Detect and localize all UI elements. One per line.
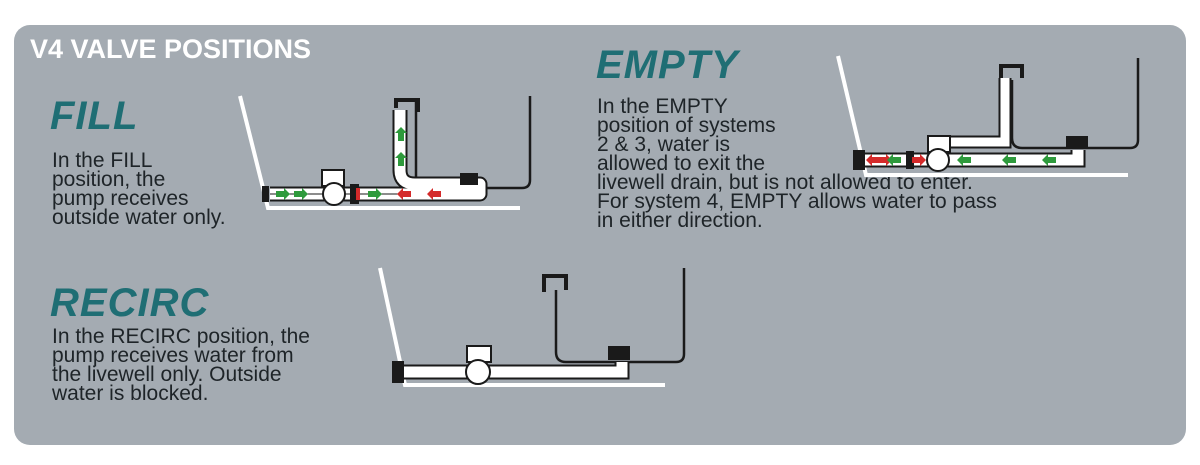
- fill-valve: [350, 184, 359, 204]
- empty-tee-fitting: [999, 64, 1024, 78]
- empty-description-line: livewell drain, but is not allowed to en…: [597, 171, 973, 194]
- empty-diagram: [836, 55, 1140, 177]
- recirc-livewell-drain: [608, 346, 630, 360]
- empty-valve: [906, 151, 914, 169]
- recirc-tee-fitting: [542, 274, 568, 292]
- empty-thru-hull-fitting: [853, 150, 865, 170]
- empty-description-line: For system 4, EMPTY allows water to pass: [597, 190, 997, 213]
- fill-description-line: In the FILL: [52, 149, 153, 172]
- fill-diagram: [238, 95, 532, 210]
- fill-pump: [321, 169, 346, 206]
- fill-livewell-drain: [460, 173, 478, 185]
- panel-header: V4 VALVE POSITIONS: [30, 34, 312, 64]
- recirc-hull: [378, 267, 665, 387]
- recirc-thru-hull-fitting: [392, 361, 404, 383]
- recirc-diagram: [378, 267, 686, 387]
- empty-riser-pipe: [944, 78, 1012, 149]
- recirc-description: In the RECIRC position, the pump receive…: [52, 325, 310, 405]
- empty-description: In the EMPTY position of systems 2 & 3, …: [597, 95, 997, 232]
- fill-hull: [238, 95, 520, 210]
- recirc-description-line: In the RECIRC position, the: [52, 325, 310, 348]
- fill-thru-hull-fitting: [262, 186, 269, 202]
- recirc-description-line: the livewell only. Outside: [52, 363, 282, 386]
- fill-description: In the FILL position, the pump receives …: [52, 149, 226, 229]
- empty-description-line: in either direction.: [597, 209, 763, 232]
- empty-hull: [836, 55, 1128, 177]
- empty-pump: [926, 135, 951, 172]
- fill-tee-fitting: [394, 98, 420, 112]
- recirc-title: RECIRC: [50, 281, 210, 325]
- fill-description-line: outside water only.: [52, 206, 226, 229]
- fill-description-line: pump receives: [52, 187, 189, 210]
- empty-description-line: 2 & 3, water is: [597, 133, 731, 156]
- recirc-description-line: pump receives water from: [52, 344, 294, 367]
- recirc-description-line: water is blocked.: [52, 382, 209, 405]
- fill-title: FILL: [50, 94, 139, 138]
- empty-description-line: allowed to exit the: [597, 152, 766, 175]
- empty-description-line: In the EMPTY: [597, 95, 728, 118]
- empty-livewell-wall: [1010, 58, 1140, 150]
- empty-description-line: position of systems: [597, 114, 776, 137]
- empty-livewell-drain: [1066, 136, 1088, 148]
- fill-description-line: position, the: [52, 168, 166, 191]
- empty-title: EMPTY: [596, 43, 739, 87]
- recirc-pump: [465, 345, 492, 385]
